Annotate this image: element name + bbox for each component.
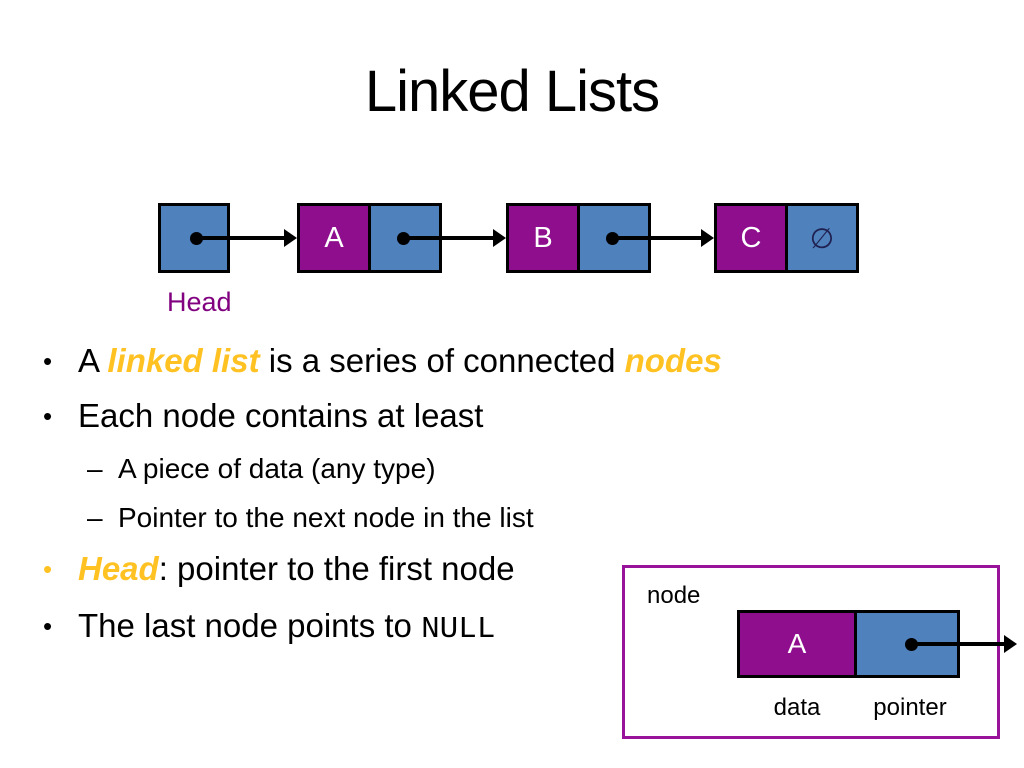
text-segment: Pointer to the next node in the list bbox=[118, 502, 534, 533]
dash-marker: – bbox=[87, 453, 103, 484]
node-example-pointer-dot bbox=[905, 638, 918, 651]
text-segment: : pointer to the first node bbox=[158, 550, 515, 587]
bullet-marker-gold: • bbox=[43, 554, 53, 584]
bullet-marker: • bbox=[43, 401, 53, 431]
text-segment: The last node points to bbox=[78, 607, 422, 644]
sub-bullet-line-1: – A piece of data (any type) bbox=[87, 453, 436, 485]
bullet-text: Each node contains at least bbox=[78, 397, 483, 435]
sub-bullet-line-2: – Pointer to the next node in the list bbox=[87, 502, 534, 534]
node-b-data-cell: B bbox=[509, 206, 577, 270]
text-segment: A piece of data (any type) bbox=[118, 453, 436, 484]
node-anatomy-box: node A data pointer bbox=[622, 565, 1017, 739]
text-segment: A bbox=[78, 342, 108, 379]
bullet-marker: • bbox=[43, 346, 53, 376]
bullet-marker: • bbox=[43, 611, 53, 641]
pointer-label: pointer bbox=[873, 694, 947, 721]
node-b-label: B bbox=[533, 221, 553, 254]
bullet-text: The last node points to NULL bbox=[78, 607, 495, 647]
node-b-pointer-dot bbox=[606, 232, 619, 245]
text-segment: is a series of connected bbox=[259, 342, 625, 379]
bullet-text: A linked list is a series of connected n… bbox=[78, 342, 722, 380]
node-example-data-cell: A bbox=[740, 613, 854, 675]
head-pointer-dot bbox=[190, 232, 203, 245]
node-example-value: A bbox=[787, 628, 807, 659]
bullet-line-1: • A linked list is a series of connected… bbox=[43, 342, 722, 380]
bullet-text: Head: pointer to the first node bbox=[78, 550, 515, 588]
arrow-a-to-b bbox=[404, 229, 506, 247]
node-example: A bbox=[737, 610, 960, 678]
node-a-pointer-dot bbox=[397, 232, 410, 245]
node-box-title: node bbox=[647, 582, 701, 609]
node-c-data-cell: C bbox=[717, 206, 785, 270]
data-label: data bbox=[773, 694, 821, 721]
node-c-label: C bbox=[740, 221, 762, 254]
bullet-line-4: • The last node points to NULL bbox=[43, 607, 495, 647]
arrow-b-to-c bbox=[613, 229, 714, 247]
null-keyword: NULL bbox=[421, 612, 496, 647]
slide-title: Linked Lists bbox=[364, 59, 660, 124]
dash-marker: – bbox=[87, 502, 103, 533]
null-symbol: ∅ bbox=[809, 221, 835, 255]
highlight-segment: linked list bbox=[107, 342, 260, 379]
bullet-text: A piece of data (any type) bbox=[118, 453, 436, 485]
highlight-segment: Head bbox=[78, 550, 159, 587]
node-a-label: A bbox=[324, 221, 344, 254]
node-a-data-cell: A bbox=[300, 206, 368, 270]
arrow-head-to-a bbox=[197, 229, 297, 247]
bullet-line-2: • Each node contains at least bbox=[43, 397, 483, 435]
node-c-pointer-cell: ∅ bbox=[785, 206, 856, 270]
text-segment: Each node contains at least bbox=[78, 397, 484, 434]
highlight-segment: nodes bbox=[624, 342, 722, 379]
bullet-text: Pointer to the next node in the list bbox=[118, 502, 534, 534]
node-example-arrow bbox=[912, 635, 1017, 653]
head-label: Head bbox=[167, 287, 232, 317]
node-c: C ∅ bbox=[714, 203, 859, 273]
bullet-line-3: • Head: pointer to the first node bbox=[43, 550, 515, 588]
